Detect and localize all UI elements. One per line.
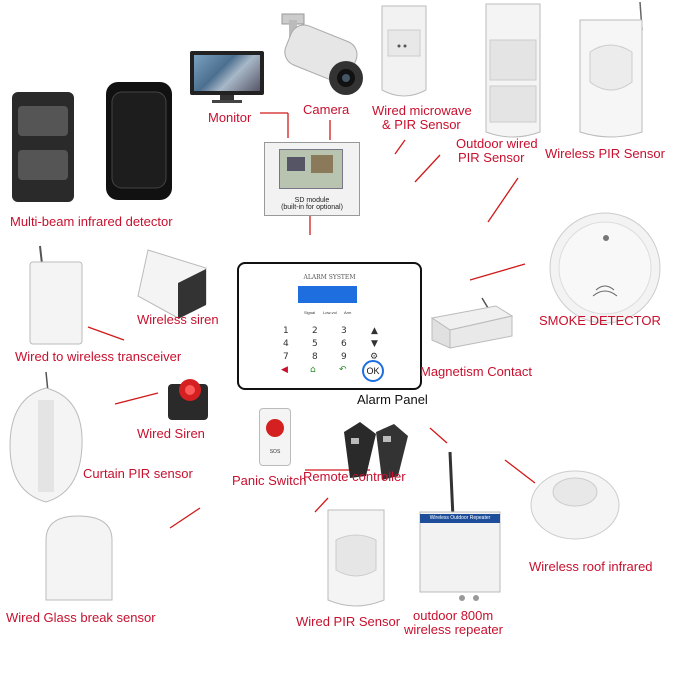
settings-icon[interactable]: ⚙ <box>370 352 379 362</box>
key-4[interactable]: 4 <box>283 339 289 349</box>
wireless-roof-label: Wireless roof infrared <box>529 559 653 574</box>
home-icon[interactable]: ⌂ <box>310 365 316 375</box>
wired-microwave-label: Wired microwave <box>372 103 472 118</box>
ok-label: OK <box>366 366 380 376</box>
panic-tag: SOS <box>269 449 281 455</box>
sd-module-note: (built-in for optional) <box>281 204 343 211</box>
connector-wired-siren <box>114 392 159 405</box>
key-9[interactable]: 9 <box>341 352 347 362</box>
arrow-down-icon[interactable]: ▼ <box>371 339 378 349</box>
alarm-panel-label: Alarm Panel <box>357 392 428 407</box>
connector-roof <box>504 459 536 484</box>
panel-lcd <box>298 286 357 303</box>
wired-microwave-label-2: & PIR Sensor <box>382 117 461 132</box>
connector-glass <box>169 507 201 529</box>
connector-smoke <box>469 263 526 281</box>
repeater-tag: Wireless Outdoor Repeater <box>429 515 491 521</box>
key-3[interactable]: 3 <box>341 326 347 336</box>
arrow-up-icon[interactable]: ▲ <box>371 326 378 336</box>
key-2[interactable]: 2 <box>312 326 318 336</box>
key-7[interactable]: 7 <box>283 352 289 362</box>
repeater-label: outdoor 800m <box>413 608 494 623</box>
outdoor-wired-pir-label-2: PIR Sensor <box>458 150 525 165</box>
panel-status-arm: Arm <box>344 310 352 315</box>
smoke-detector-label: SMOKE DETECTOR <box>539 313 661 328</box>
curtain-pir-label: Curtain PIR sensor <box>83 466 193 481</box>
ok-button[interactable]: OK <box>362 360 384 382</box>
connector-outdoor-pir <box>414 154 441 183</box>
panic-switch-image: SOS <box>259 408 291 466</box>
multi-beam-label: Multi-beam infrared detector <box>10 214 173 229</box>
panel-status-lowvol: Low-vol <box>323 310 337 315</box>
transceiver-label: Wired to wireless transceiver <box>15 349 182 364</box>
key-1[interactable]: 1 <box>283 326 289 336</box>
panic-switch-label: Panic Switch <box>232 473 307 488</box>
alarm-panel: ALARM SYSTEM Signal Low-vol Arm 1 2 3 4 … <box>237 262 422 390</box>
sd-module-image <box>264 142 360 216</box>
connector-wired-pir <box>314 497 329 513</box>
sd-module-label: SD module <box>294 197 330 204</box>
wireless-pir-label: Wireless PIR Sensor <box>545 146 665 161</box>
repeater-label-2: wireless repeater <box>404 622 503 637</box>
connector-transceiver <box>87 326 125 341</box>
monitor-label: Monitor <box>208 110 252 125</box>
glass-break-label: Wired Glass break sensor <box>6 610 156 625</box>
panel-title: ALARM SYSTEM <box>303 274 356 281</box>
connector-microwave <box>394 139 406 155</box>
camera-label: Camera <box>303 102 350 117</box>
key-5[interactable]: 5 <box>312 339 318 349</box>
panel-status-signal: Signal <box>304 310 316 315</box>
key-8[interactable]: 8 <box>312 352 318 362</box>
wired-pir-label: Wired PIR Sensor <box>296 614 401 629</box>
back-icon[interactable]: ↶ <box>339 365 347 375</box>
speaker-icon[interactable]: ◀ <box>281 365 288 375</box>
outdoor-wired-pir-label: Outdoor wired <box>456 136 538 151</box>
wireless-siren-label: Wireless siren <box>137 312 219 327</box>
remote-controller-label: Remote controller <box>303 469 406 484</box>
wired-siren-label: Wired Siren <box>137 426 205 441</box>
connector-wireless-pir <box>487 177 519 223</box>
magnetism-contact-label: Magnetism Contact <box>420 364 532 379</box>
monitor-image <box>190 51 264 103</box>
connector-remote <box>429 427 448 444</box>
key-6[interactable]: 6 <box>341 339 347 349</box>
